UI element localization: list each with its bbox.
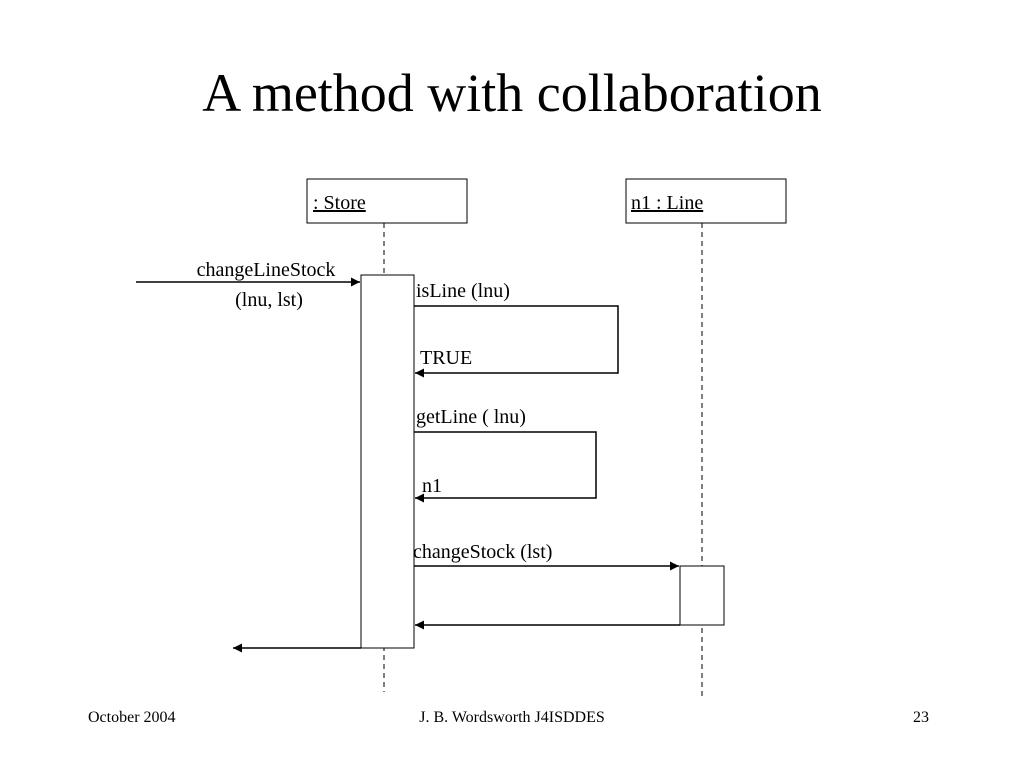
store-object-label: : Store (313, 192, 366, 214)
line-activation-bar (679, 565, 725, 626)
line-object-label: n1 : Line (631, 192, 703, 214)
footer-date: October 2004 (88, 709, 176, 726)
line-object-box (625, 178, 787, 224)
is-line-return-label: TRUE (420, 347, 472, 369)
store-object: : Store (306, 178, 468, 224)
get-line-call-label: getLine ( lnu) (416, 406, 526, 428)
store-activation-bar (360, 274, 415, 649)
get-line-self-call (414, 431, 597, 503)
store-object-box (306, 178, 468, 224)
incoming-message-params: (lnu, lst) (235, 289, 303, 311)
change-stock-call-label: changeStock (lst) (413, 541, 552, 563)
slide-title: A method with collaboration (202, 63, 822, 123)
get-line-return-label: n1 (422, 475, 442, 497)
is-line-self-call (414, 305, 619, 378)
footer-page-number: 23 (913, 709, 929, 726)
incoming-message-label: changeLineStock (197, 259, 336, 281)
is-line-call-label: isLine (lnu) (416, 280, 510, 302)
line-object: n1 : Line (625, 178, 787, 224)
footer-author: J. B. Wordsworth J4ISDDES (419, 709, 605, 726)
